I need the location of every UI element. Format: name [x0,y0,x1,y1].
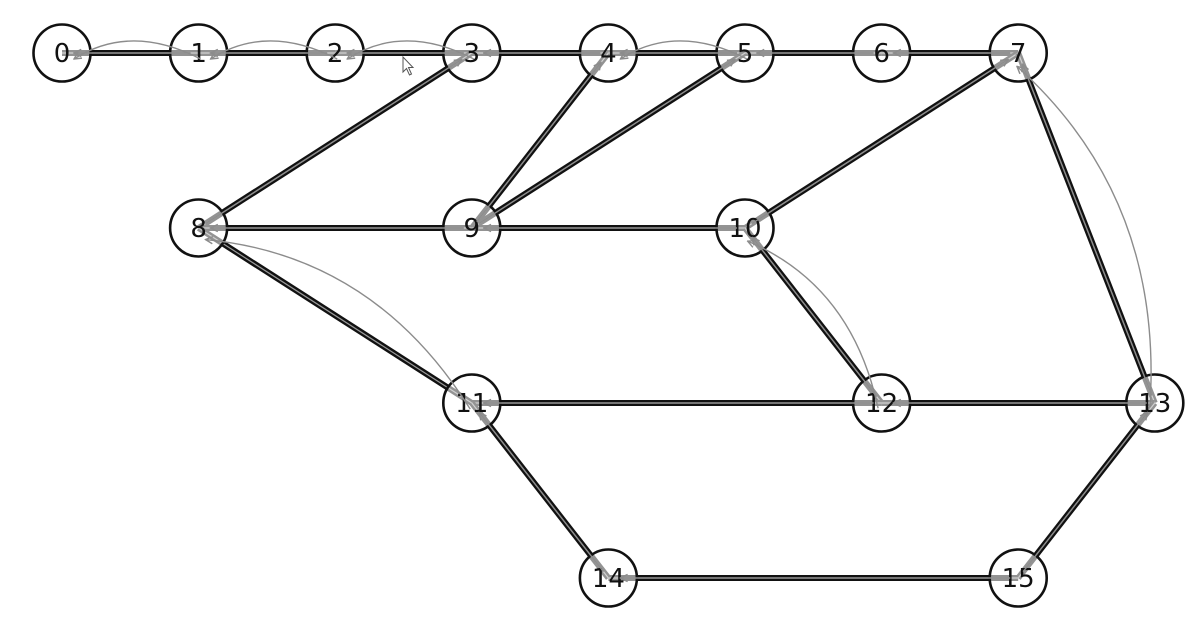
curved-arrow-5-4 [620,40,748,59]
edge-8-11 [196,225,474,406]
node-label: 14 [592,564,625,594]
node-label: 7 [1010,39,1027,69]
curved-arrow-12-10 [748,241,879,409]
arrow-14-11 [479,412,605,573]
node-12[interactable]: 12 [851,373,912,433]
node-label: 10 [728,214,761,244]
node-label: 5 [737,39,754,69]
node-label: 8 [190,214,207,244]
node-label: 0 [54,39,71,69]
node-label: 15 [1002,564,1035,594]
curved-arrow-2-1 [211,40,338,59]
curved-arrow-11-8 [205,240,471,410]
node-0[interactable]: 0 [32,23,92,83]
arrow-8-3 [204,59,461,225]
node-label: 4 [600,39,617,69]
arrows-layer [74,40,1153,578]
arrow-9-4 [476,62,601,223]
curved-arrow-3-2 [347,40,475,59]
node-label: 12 [865,389,898,419]
node-label: 9 [464,214,481,244]
node-7[interactable]: 7 [988,23,1049,83]
node-label: 6 [873,39,890,69]
node-14[interactable]: 14 [578,548,639,608]
arrow-13-7 [1023,64,1153,396]
node-label: 3 [464,39,481,69]
node-label: 1 [190,39,207,69]
mouse-pointer-icon [402,55,415,76]
arrow-10-7 [751,59,1008,225]
arrow-15-13 [1022,412,1147,573]
node-label: 13 [1138,389,1171,419]
curved-arrow-13-7 [1017,66,1152,408]
arrow-9-5 [478,59,735,225]
curved-arrow-1-0 [74,40,201,59]
edges-layer [62,50,1158,581]
arrow-12-10 [752,237,878,398]
node-label: 2 [327,39,344,69]
